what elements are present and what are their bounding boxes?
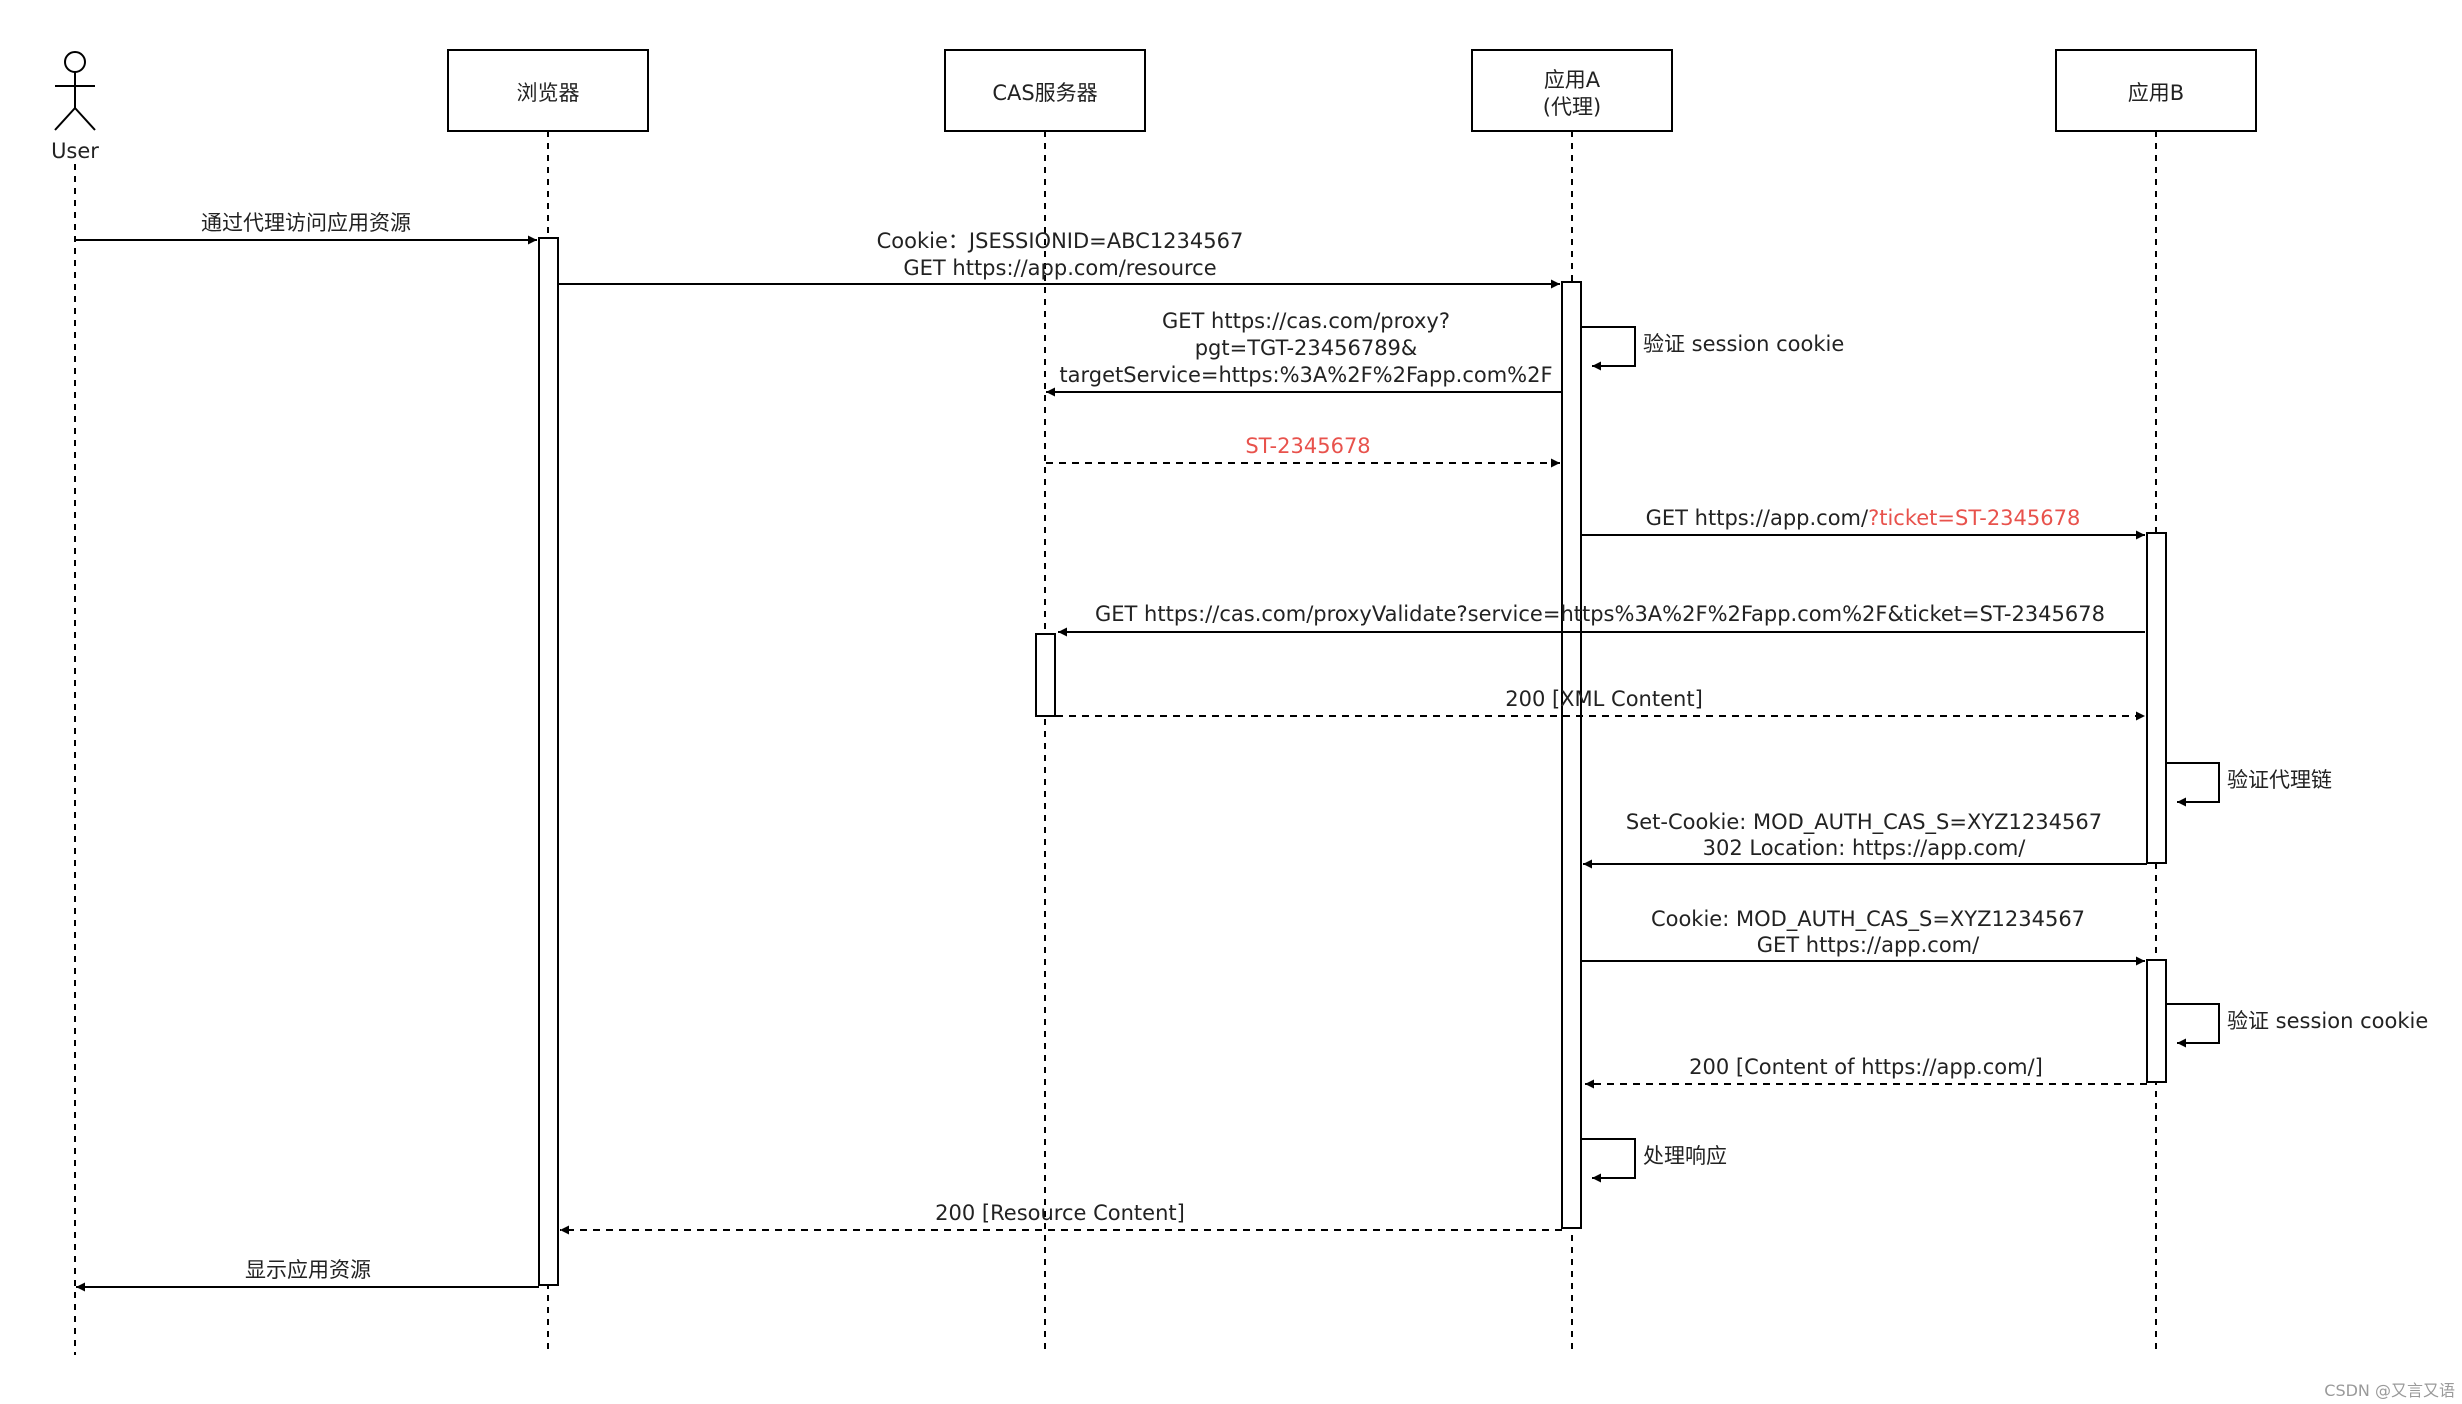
browser-box bbox=[447, 49, 649, 132]
actor-browser: 浏览器 bbox=[447, 49, 649, 132]
msg-verify-session-b: 验证 session cookie bbox=[2227, 1009, 2428, 1033]
app-b-box bbox=[2055, 49, 2257, 132]
msg-cookie-mod-auth: Cookie: MOD_AUTH_CAS_S=XYZ1234567 bbox=[1651, 907, 2085, 932]
self-arrow-app-a-process bbox=[1581, 1138, 1636, 1183]
activation-app-a bbox=[1561, 281, 1582, 1229]
msg-ticket-param: ?ticket=ST-2345678 bbox=[1868, 506, 2080, 530]
activation-app-b-1 bbox=[2146, 532, 2167, 864]
app-b-label: 应用B bbox=[2128, 81, 2184, 105]
msg-get-resource: GET https://app.com/resource bbox=[903, 256, 1216, 280]
user-head bbox=[64, 51, 86, 73]
msg-target-service: targetService=https:%3A%2F%2Fapp.com%2F bbox=[1059, 363, 1552, 387]
user-leg-right bbox=[74, 107, 96, 131]
browser-label: 浏览器 bbox=[517, 81, 580, 105]
activation-app-b-2 bbox=[2146, 959, 2167, 1083]
actor-cas: CAS服务器 bbox=[944, 49, 1146, 132]
msg-302-location: 302 Location: https://app.com/ bbox=[1703, 836, 2027, 860]
msg-xml-content: 200 [XML Content] bbox=[1505, 687, 1703, 711]
activation-browser bbox=[538, 237, 559, 1286]
actor-app-b: 应用B bbox=[2055, 49, 2257, 132]
app-a-label-line1: 应用A bbox=[1544, 68, 1601, 92]
app-a-box bbox=[1471, 49, 1673, 132]
msg-display-resource: 显示应用资源 bbox=[245, 1258, 371, 1282]
msg-process-response: 处理响应 bbox=[1643, 1144, 1727, 1168]
msg-get-cas-proxy: GET https://cas.com/proxy? bbox=[1162, 309, 1450, 333]
actor-user: User bbox=[51, 51, 99, 163]
msg-proxy-validate: GET https://cas.com/proxyValidate?servic… bbox=[1095, 602, 2105, 626]
msg-cookie-jsessionid: Cookie：JSESSIONID=ABC1234567 bbox=[877, 229, 1244, 253]
msg-resource-content: 200 [Resource Content] bbox=[935, 1201, 1185, 1225]
app-a-label-line2: (代理) bbox=[1543, 95, 1601, 119]
watermark-text: CSDN @又言又语 bbox=[2324, 1381, 2455, 1400]
msg-get-app-with-ticket: GET https://app.com/?ticket=ST-2345678 bbox=[1646, 506, 2081, 530]
cas-box bbox=[944, 49, 1146, 132]
msg-set-cookie: Set-Cookie: MOD_AUTH_CAS_S=XYZ1234567 bbox=[1626, 810, 2102, 835]
msg-get-app: GET https://app.com/ bbox=[1757, 933, 1980, 957]
self-arrow-app-b-verify-chain bbox=[2166, 762, 2220, 807]
self-arrow-app-b-verify-session bbox=[2166, 1003, 2220, 1048]
msg-get-app-prefix: GET https://app.com/ bbox=[1646, 506, 1869, 530]
msg-verify-proxy-chain: 验证代理链 bbox=[2227, 768, 2332, 792]
self-arrow-app-a-verify bbox=[1581, 326, 1636, 371]
msg-pgt: pgt=TGT-23456789& bbox=[1195, 336, 1418, 360]
msg-verify-session-a: 验证 session cookie bbox=[1643, 332, 1844, 356]
cas-label: CAS服务器 bbox=[992, 81, 1097, 105]
msg-access-via-proxy: 通过代理访问应用资源 bbox=[201, 211, 411, 235]
actor-app-a: 应用A (代理) bbox=[1471, 49, 1673, 132]
user-label: User bbox=[51, 139, 99, 163]
msg-service-ticket: ST-2345678 bbox=[1245, 434, 1370, 458]
user-leg-left bbox=[54, 107, 76, 131]
activation-cas bbox=[1035, 633, 1056, 717]
msg-content-app: 200 [Content of https://app.com/] bbox=[1689, 1055, 2043, 1079]
